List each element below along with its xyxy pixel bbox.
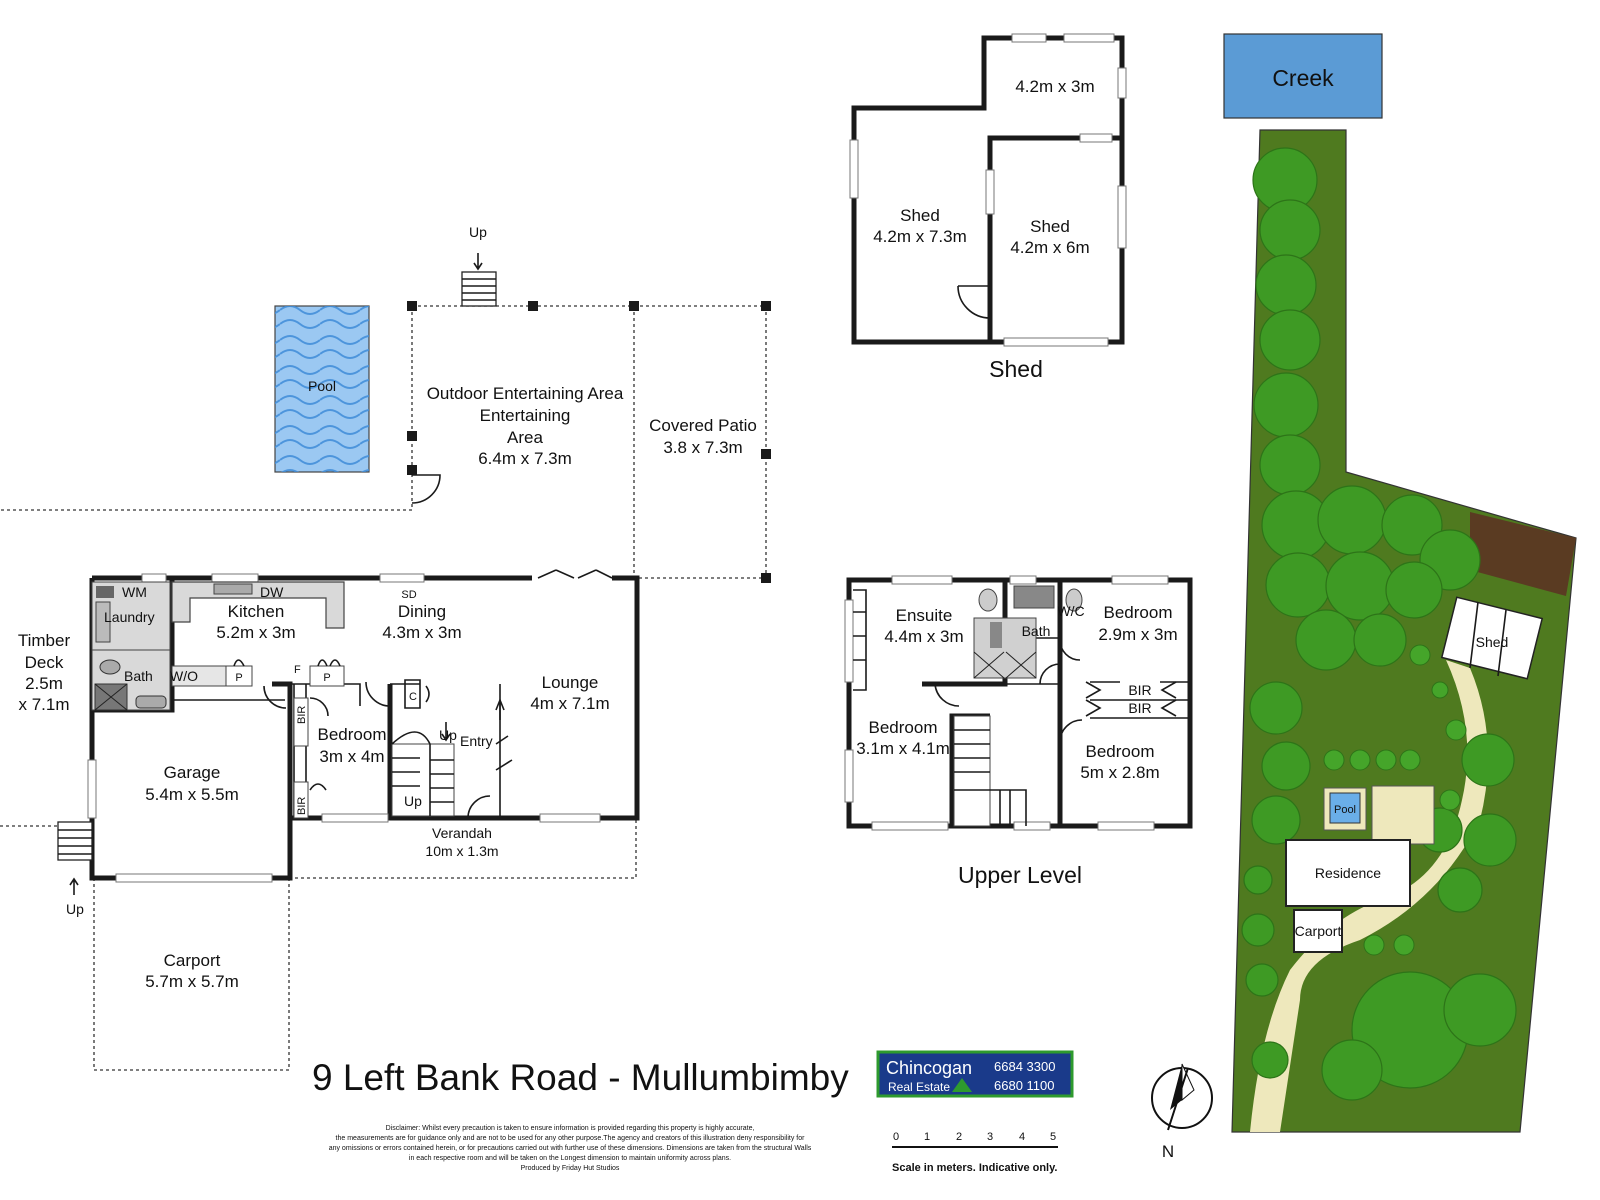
room-label: Area bbox=[507, 428, 543, 447]
fixture-label: DW bbox=[260, 584, 284, 600]
svg-text:1: 1 bbox=[924, 1131, 930, 1143]
scale-caption: Scale in meters. Indicative only. bbox=[892, 1162, 1057, 1174]
stairs-up-label: Up bbox=[439, 727, 457, 743]
disclaimer: Disclaimer: Whilst every precaution is t… bbox=[329, 1125, 812, 1172]
room-label: Bedroom bbox=[869, 718, 938, 737]
room-label: Entertaining bbox=[480, 406, 571, 425]
agency-logo: Chincogan Real Estate 6684 3300 6680 110… bbox=[876, 1050, 1074, 1098]
fixture-label: C bbox=[409, 691, 417, 703]
room-label: Shed bbox=[900, 206, 940, 225]
room-size: 4.4m x 3m bbox=[884, 627, 963, 646]
svg-text:in each respective room and wi: in each respective room and will be take… bbox=[409, 1155, 731, 1162]
svg-text:3: 3 bbox=[987, 1131, 993, 1143]
deck-label: Timber bbox=[18, 631, 71, 650]
room-label: Bath bbox=[1022, 623, 1051, 639]
room-label: Dining bbox=[398, 602, 446, 621]
site-plan: Creek bbox=[1223, 33, 1577, 1133]
site-residence: Pool Residence Carport bbox=[1285, 785, 1435, 953]
creek-label: Creek bbox=[1272, 65, 1334, 91]
room-label: W/C bbox=[1057, 603, 1084, 619]
logo-phone: 6684 3300 bbox=[994, 1059, 1055, 1074]
trees bbox=[1241, 147, 1517, 1101]
room-size: 5.4m x 5.5m bbox=[145, 785, 239, 804]
logo-name: Chincogan bbox=[886, 1058, 972, 1078]
site-shed: Shed bbox=[1440, 596, 1544, 680]
room-size: 2.9m x 3m bbox=[1098, 625, 1177, 644]
room-label: Verandah bbox=[432, 825, 492, 841]
room-size: 3m x 4m bbox=[319, 747, 384, 766]
room-label: Carport bbox=[164, 951, 221, 970]
room-label: Kitchen bbox=[228, 602, 285, 621]
svg-text:the measurements are for guida: the measurements are for guidance only a… bbox=[336, 1135, 806, 1142]
room-label: Covered Patio bbox=[649, 416, 757, 435]
room-size: 10m x 1.3m bbox=[425, 843, 498, 859]
stairs-up-label: Up bbox=[66, 901, 84, 917]
fixture-label: P bbox=[323, 672, 330, 684]
stairs-up-label: Up bbox=[404, 793, 422, 809]
fixture-label: BIR bbox=[296, 706, 308, 724]
ground-floor-plan: Pool Up Outdoor Entertaining Area Entert… bbox=[0, 224, 771, 1071]
room-label: Lounge bbox=[542, 673, 599, 692]
room-label: Outdoor Entertaining Area bbox=[427, 384, 624, 403]
svg-text:5: 5 bbox=[1050, 1131, 1056, 1143]
fixture-label: BIR bbox=[296, 797, 308, 815]
room-label: Shed bbox=[1030, 217, 1070, 236]
room-size: 4.2m x 6m bbox=[1010, 238, 1089, 257]
fixture-label: F bbox=[294, 664, 301, 676]
room-label: Ensuite bbox=[896, 606, 953, 625]
room-label: Bedroom bbox=[1104, 603, 1173, 622]
logo-tagline: Real Estate bbox=[888, 1080, 950, 1094]
room-size: 3.8 x 7.3m bbox=[663, 438, 742, 457]
fixture-label: BIR bbox=[1128, 700, 1151, 716]
room-size: 5.7m x 5.7m bbox=[145, 972, 239, 991]
site-carport-label: Carport bbox=[1295, 923, 1342, 939]
upper-level-plan: Ensuite 4.4m x 3m Bath W/C Bedroom 2.9m … bbox=[844, 575, 1193, 888]
shed-title: Shed bbox=[989, 356, 1043, 382]
svg-text:any omissions or errors contai: any omissions or errors contained herein… bbox=[329, 1145, 812, 1152]
room-size: 4.2m x 3m bbox=[1015, 77, 1094, 96]
pool-label: Pool bbox=[308, 378, 336, 394]
room-size: 5.2m x 3m bbox=[216, 623, 295, 642]
svg-text:4: 4 bbox=[1019, 1131, 1025, 1143]
svg-text:Produced by Friday Hut Studios: Produced by Friday Hut Studios bbox=[521, 1165, 620, 1172]
room-label: Laundry bbox=[104, 609, 155, 625]
scale-bar: 0 1 2 3 4 5 Scale in meters. Indicative … bbox=[892, 1131, 1058, 1174]
deck-label: Deck bbox=[25, 653, 64, 672]
shed-plan: 4.2m x 3m Shed 4.2m x 7.3m Shed 4.2m x 6… bbox=[849, 33, 1127, 382]
room-label: Bedroom bbox=[318, 725, 387, 744]
room-size: 5m x 2.8m bbox=[1080, 763, 1159, 782]
room-label: Bath bbox=[124, 668, 153, 684]
creek bbox=[1223, 33, 1383, 119]
room-size: 4.2m x 7.3m bbox=[873, 227, 967, 246]
room-size: 3.1m x 4.1m bbox=[856, 739, 950, 758]
fixture-label: BIR bbox=[1128, 682, 1151, 698]
room-label: Entry bbox=[460, 733, 493, 749]
room-label: Garage bbox=[164, 763, 221, 782]
upper-level-title: Upper Level bbox=[958, 862, 1082, 888]
fixture-label: WM bbox=[122, 584, 147, 600]
site-pool-label: Pool bbox=[1334, 804, 1356, 816]
fixture-label: P bbox=[235, 672, 242, 684]
room-size: 4.3m x 3m bbox=[382, 623, 461, 642]
room-label: Bedroom bbox=[1086, 742, 1155, 761]
compass-icon: N bbox=[1151, 1063, 1213, 1161]
stairs-up-label: Up bbox=[469, 224, 487, 240]
deck-size: x 7.1m bbox=[18, 695, 69, 714]
svg-text:Disclaimer: Whilst every preca: Disclaimer: Whilst every precaution is t… bbox=[386, 1125, 755, 1132]
svg-text:0: 0 bbox=[893, 1131, 899, 1143]
fixture-label: SD bbox=[401, 589, 416, 601]
fixture-label: W/O bbox=[170, 668, 198, 684]
logo-phone: 6680 1100 bbox=[994, 1078, 1055, 1093]
site-shed-label: Shed bbox=[1476, 634, 1509, 650]
compass-label: N bbox=[1162, 1142, 1174, 1161]
site-residence-label: Residence bbox=[1315, 865, 1381, 881]
room-size: 6.4m x 7.3m bbox=[478, 449, 572, 468]
svg-text:2: 2 bbox=[956, 1131, 962, 1143]
deck-size: 2.5m bbox=[25, 674, 63, 693]
page-title: 9 Left Bank Road - Mullumbimby bbox=[312, 1057, 849, 1098]
room-size: 4m x 7.1m bbox=[530, 694, 609, 713]
